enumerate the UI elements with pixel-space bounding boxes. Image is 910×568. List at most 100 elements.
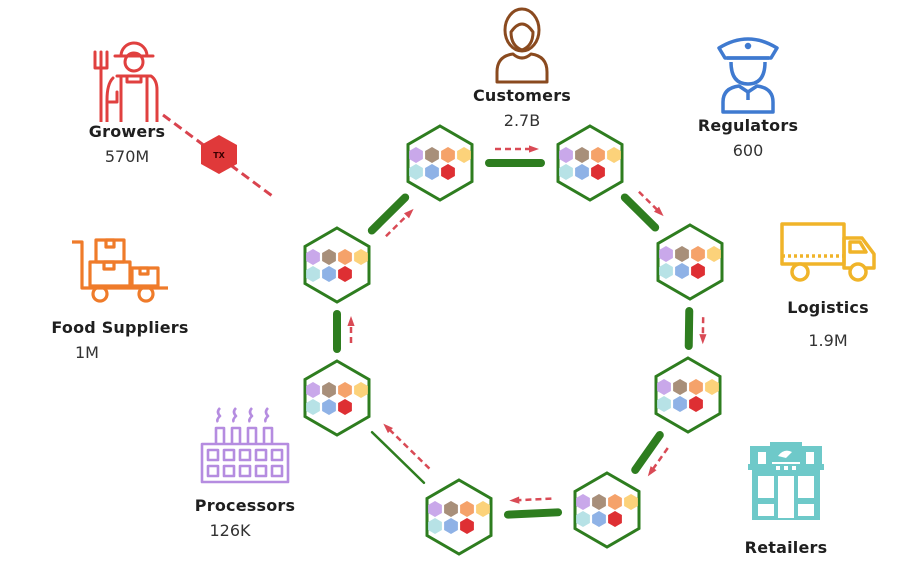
ledger-block [691,263,705,279]
ledger-block [338,382,352,398]
ledger-block [441,147,455,163]
transaction-dashed-line [162,113,276,200]
ledger-block [576,511,590,527]
ledger-block [689,396,703,412]
flow-arrow-head [383,423,393,434]
ledger-block [428,518,442,534]
ledger-block [592,494,606,510]
customer-woman-icon [495,7,549,84]
ledger-block [444,518,458,534]
actor-name: Retailers [744,538,828,557]
ledger-block [691,246,705,262]
ledger-block [457,147,471,163]
ledger-block [409,164,423,180]
ledger-block [354,382,368,398]
actor-regulators[interactable]: Regulators 600 [688,34,808,160]
ledger-block [444,501,458,517]
ledger-block [673,379,687,395]
actor-name: Processors [194,496,296,515]
actor-growers[interactable]: Growers 570M [72,40,182,166]
ledger-block [460,501,474,517]
ledger-block [476,501,490,517]
ledger-ring-links [333,159,694,519]
ledger-node [406,124,474,202]
ledger-block [322,399,336,415]
ledger-block [559,164,573,180]
ledger-ring-nodes [303,124,724,556]
ledger-block [705,379,719,395]
actor-count: 1.9M [808,331,848,350]
ledger-block [306,249,320,265]
ledger-link [370,430,426,485]
ledger-link [503,508,563,519]
ledger-block [659,263,673,279]
ledger-node-hexagon [303,226,371,304]
ledger-block [460,518,474,534]
ledger-block [675,263,689,279]
ledger-block [409,147,423,163]
ledger-block [657,379,671,395]
actor-customers[interactable]: Customers 2.7B [462,6,582,130]
flow-arrow-head [403,208,414,219]
storefront-icon [748,442,824,520]
actor-food-suppliers[interactable]: Food Suppliers 1M [40,238,200,362]
ledger-node-hexagon [654,356,722,434]
flow-arrow-head [653,206,664,217]
ledger-node [656,223,724,301]
ledger-node-hexagon [425,478,493,556]
ledger-block [689,379,703,395]
grower-transaction-flow: TX [162,113,276,200]
flow-arrow-line [513,497,552,502]
ledger-block [592,511,606,527]
ledger-ring-flow-arrows [347,145,707,504]
ledger-block [576,494,590,510]
ledger-node-hexagon [556,124,624,202]
ledger-node [303,226,371,304]
ledger-block [338,399,352,415]
ledger-block [322,249,336,265]
ledger-block [338,266,352,282]
actor-retailers[interactable]: Retailers [726,440,846,563]
ledger-block [575,147,589,163]
ledger-block [428,501,442,517]
actor-name: Food Suppliers [51,318,189,337]
transaction-badge-hexagon[interactable] [201,135,237,174]
flow-arrow-line [385,425,431,470]
transaction-badge-label: TX [213,151,225,160]
ledger-block [306,266,320,282]
ledger-block [673,396,687,412]
ledger-block [608,494,622,510]
ledger-block [322,382,336,398]
ledger-block [607,147,621,163]
flow-arrow-head [509,496,520,504]
ledger-node [654,356,722,434]
hand-truck-boxes-icon [72,238,168,303]
ledger-block [306,399,320,415]
ledger-block [624,494,638,510]
factory-icon [200,407,290,484]
ledger-link [367,193,410,235]
ledger-block [591,147,605,163]
actor-logistics[interactable]: Logistics 1.9M [768,220,888,350]
ledger-block [425,164,439,180]
actor-count: 600 [732,141,764,160]
ledger-link [620,193,660,232]
farmer-icon [93,41,159,122]
ledger-node [303,359,371,437]
ledger-node-hexagon [303,359,371,437]
actor-processors[interactable]: Processors 126K [180,404,310,540]
flow-arrow-head [529,145,539,153]
ledger-node [573,471,641,549]
ledger-block [338,249,352,265]
actor-count: 2.7B [503,111,541,130]
ledger-block [659,246,673,262]
ledger-block [354,249,368,265]
actor-name: Growers [88,122,166,141]
flow-arrow-line [385,210,412,238]
ledger-block [441,164,455,180]
ledger-link [631,431,664,474]
ledger-block [425,147,439,163]
ledger-node-hexagon [573,471,641,549]
ledger-node-hexagon [656,223,724,301]
